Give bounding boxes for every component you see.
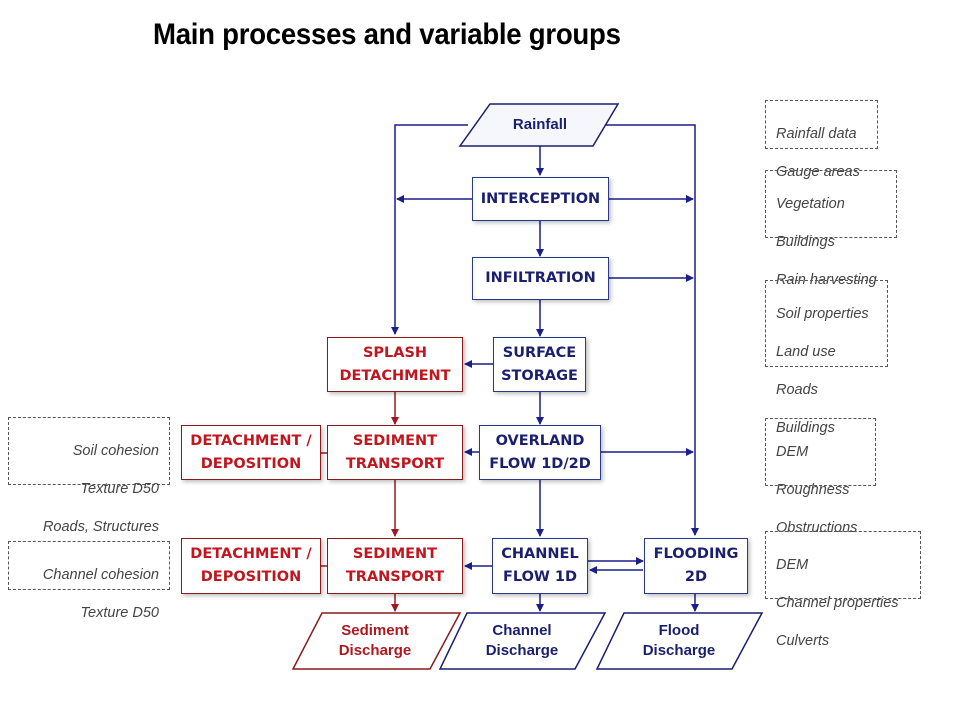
variables-channel: DEM Channel properties Culverts — [765, 531, 921, 649]
sediment-discharge-output: Sediment Discharge — [305, 621, 445, 661]
interception-label: INTERCEPTION — [480, 190, 601, 207]
detachment-deposition-2-line1: DETACHMENT / — [190, 546, 312, 562]
arrow-rainfall-right — [598, 124, 699, 536]
variable-item: Roads — [776, 382, 818, 398]
variable-item: Buildings — [776, 234, 835, 250]
variable-item: Channel cohesion — [42, 567, 159, 583]
detachment-deposition-1-line2: DEPOSITION — [200, 455, 302, 472]
overland-flow-line2: FLOW 1D/2D — [489, 455, 591, 472]
variable-item: Buildings — [776, 420, 835, 436]
sediment-discharge-line1: Sediment — [341, 622, 409, 639]
variables-rainfall: Rainfall data Gauge areas — [765, 100, 878, 180]
sediment-transport-box-2: SEDIMENT TRANSPORT — [327, 538, 463, 594]
arrow-rainfall-left — [391, 124, 468, 335]
variable-item: Texture D50 — [80, 481, 159, 497]
sediment-discharge-shape — [291, 612, 462, 670]
flood-discharge-output: Flood Discharge — [609, 621, 749, 661]
variable-item: DEM — [776, 444, 809, 460]
variable-item: DEM — [776, 557, 809, 573]
rainfall-input-shape — [458, 103, 620, 147]
interception-box: INTERCEPTION — [472, 177, 609, 221]
flood-discharge-line2: Discharge — [642, 642, 716, 659]
channel-flow-line1: CHANNEL — [501, 546, 579, 562]
rainfall-input: Rainfall — [512, 116, 568, 133]
detachment-deposition-box-1: DETACHMENT / DEPOSITION — [181, 425, 321, 480]
flooding-box: FLOODING 2D — [644, 538, 748, 594]
variable-item: Rainfall data — [776, 126, 857, 142]
flood-discharge-shape — [595, 612, 764, 670]
variable-item: Vegetation — [776, 196, 845, 212]
sediment-discharge-line2: Discharge — [338, 642, 412, 659]
variables-interception: Vegetation Buildings Rain harvesting — [765, 170, 897, 288]
channel-discharge-line2: Discharge — [485, 642, 559, 659]
variables-infiltration: Soil properties Land use Roads Buildings — [765, 280, 888, 436]
splash-detachment-line1: SPLASH — [362, 344, 428, 361]
channel-flow-box: CHANNEL FLOW 1D — [492, 538, 588, 594]
flood-discharge-line1: Flood — [658, 622, 700, 639]
variables-soil-erosion: Soil cohesion Texture D50 Roads, Structu… — [8, 417, 170, 535]
infiltration-box: INFILTRATION — [472, 257, 609, 300]
sediment-transport-2-line2: TRANSPORT — [345, 569, 445, 585]
variable-item: Texture D50 — [80, 605, 159, 621]
variables-overland: DEM Roughness Obstructions — [765, 418, 876, 536]
detachment-deposition-2-line2: DEPOSITION — [200, 569, 302, 585]
variable-item: Land use — [776, 344, 836, 360]
variable-item: Soil cohesion — [72, 443, 159, 459]
channel-flow-line2: FLOW 1D — [502, 569, 578, 585]
sediment-transport-2-line1: SEDIMENT — [352, 546, 438, 562]
variable-item: Roads, Structures — [42, 519, 159, 535]
overland-flow-line1: OVERLAND — [495, 432, 585, 449]
variables-channel-erosion: Channel cohesion Texture D50 — [8, 541, 170, 621]
sediment-transport-box-1: SEDIMENT TRANSPORT — [327, 425, 463, 480]
sediment-transport-1-line1: SEDIMENT — [352, 432, 438, 449]
variable-item: Obstructions — [776, 520, 858, 536]
surface-storage-line2: STORAGE — [501, 367, 578, 384]
variable-item: Roughness — [776, 482, 850, 498]
surface-storage-line1: SURFACE — [502, 344, 577, 361]
detachment-deposition-1-line1: DETACHMENT / — [190, 432, 312, 449]
detachment-deposition-box-2: DETACHMENT / DEPOSITION — [181, 538, 321, 594]
variable-item: Soil properties — [776, 306, 869, 322]
channel-discharge-line1: Channel — [492, 622, 552, 639]
flooding-line1: FLOODING — [653, 546, 739, 562]
diagram-title: Main processes and variable groups — [153, 18, 621, 51]
variable-item: Gauge areas — [776, 164, 860, 180]
variable-item: Culverts — [776, 633, 830, 649]
surface-storage-box: SURFACE STORAGE — [493, 337, 586, 392]
sediment-transport-1-line2: TRANSPORT — [345, 455, 445, 472]
infiltration-label: INFILTRATION — [485, 270, 596, 286]
flooding-line2: 2D — [684, 569, 708, 585]
channel-discharge-shape — [438, 612, 607, 670]
channel-discharge-output: Channel Discharge — [452, 621, 592, 661]
splash-detachment-box: SPLASH DETACHMENT — [327, 337, 463, 392]
splash-detachment-line2: DETACHMENT — [339, 367, 451, 384]
overland-flow-box: OVERLAND FLOW 1D/2D — [479, 425, 601, 480]
variable-item: Channel properties — [776, 595, 899, 611]
